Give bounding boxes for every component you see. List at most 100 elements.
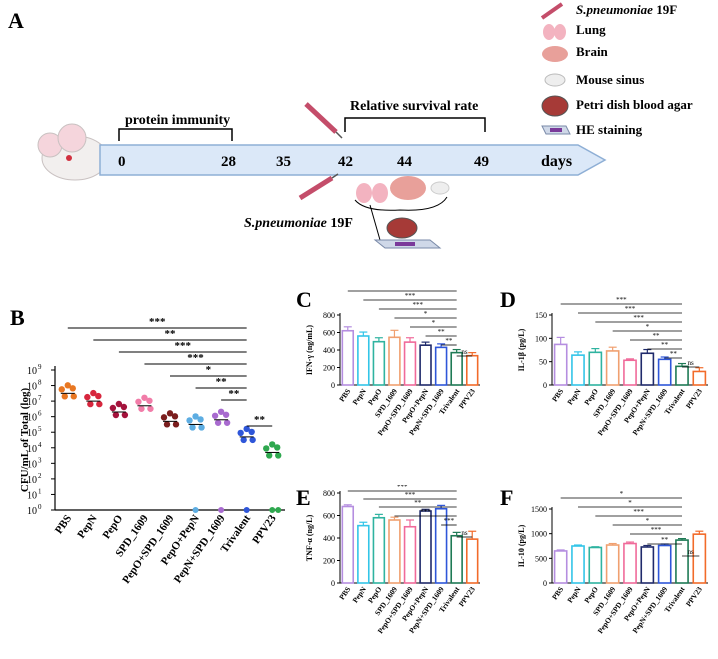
y-tick-label: 10 <box>27 397 37 408</box>
bar <box>640 546 655 584</box>
x-tick-label: PPV23 <box>684 585 704 608</box>
x-tick-label: PBS <box>550 585 565 601</box>
data-point <box>211 412 219 419</box>
sig-label: ** <box>228 388 240 400</box>
data-point <box>217 408 225 415</box>
data-point <box>197 416 204 423</box>
data-point <box>160 414 168 421</box>
data-point <box>163 421 171 428</box>
legend-he: HE staining <box>576 122 643 137</box>
sig-label: *** <box>444 517 455 525</box>
y-tick-label: 400 <box>323 534 335 543</box>
tl-35: 35 <box>276 154 291 170</box>
panel-c-letter: C <box>296 287 312 312</box>
bar <box>357 335 370 386</box>
y-tick-label: 0 <box>331 579 335 588</box>
data-point <box>222 411 230 418</box>
data-point <box>189 424 196 431</box>
sig-label: *** <box>175 340 192 352</box>
y-tick-exp: 8 <box>38 379 42 387</box>
tl-44: 44 <box>397 154 413 170</box>
sig-label: *** <box>397 287 408 291</box>
x-tick-label: PPV23 <box>457 585 477 608</box>
panel-a-letter: A <box>8 8 24 33</box>
y-tick-label: 10 <box>27 459 37 470</box>
data-point <box>84 393 91 401</box>
data-point <box>147 405 154 412</box>
x-tick-label: PepN <box>351 387 369 407</box>
sig-label: *** <box>633 508 644 516</box>
y-axis-label: TNF-α (ng/L) <box>305 514 314 561</box>
x-tick-label: PepN <box>565 387 583 407</box>
sig-label: * <box>432 319 436 327</box>
y-tick-label: 0 <box>331 381 335 390</box>
bar <box>403 341 417 386</box>
bar <box>588 351 603 386</box>
y-tick-label: 600 <box>323 512 335 521</box>
x-tick-label: PepN <box>351 585 369 605</box>
data-point <box>269 441 276 448</box>
sig-label: *** <box>187 352 204 364</box>
legend-lung: Lung <box>576 22 606 37</box>
bar <box>553 550 568 584</box>
bar <box>571 545 585 584</box>
tl-0: 0 <box>118 154 126 170</box>
data-point <box>95 392 102 400</box>
sig-label: ** <box>661 536 669 544</box>
panel-b-letter: B <box>10 305 25 330</box>
bar <box>571 354 585 386</box>
bar <box>640 352 655 386</box>
survival-label: Relative survival rate <box>350 99 478 114</box>
sig-label: * <box>424 310 428 318</box>
data-point <box>171 413 179 420</box>
sig-label: ** <box>254 414 266 426</box>
y-tick-label: 100 <box>535 334 547 343</box>
panel-d-letter: D <box>500 287 516 312</box>
sig-label: *** <box>616 296 627 304</box>
bar <box>605 544 620 584</box>
bar <box>357 524 370 584</box>
sig-label: *** <box>397 485 408 491</box>
y-tick-label: 150 <box>535 311 547 320</box>
bar <box>419 510 432 584</box>
data-point <box>121 411 129 419</box>
sig-label: * <box>646 517 650 525</box>
data-point <box>115 400 123 408</box>
y-tick-label: 10 <box>27 428 37 439</box>
sig-label: ** <box>653 332 661 340</box>
bar <box>450 351 463 386</box>
x-tick-label: PBS <box>550 387 565 403</box>
y-tick-label: 10 <box>27 413 37 424</box>
panel-e-letter: E <box>296 485 311 510</box>
y-tick-label: 1500 <box>531 505 547 514</box>
data-point <box>237 429 244 437</box>
y-tick-label: 0 <box>543 579 547 588</box>
sig-label: *** <box>405 491 416 499</box>
y-tick-label: 1000 <box>531 530 547 539</box>
data-point <box>240 436 247 444</box>
mouse-icon <box>37 123 131 181</box>
bar <box>419 344 432 386</box>
bar <box>657 358 672 386</box>
bar <box>692 370 707 386</box>
data-point <box>166 410 174 417</box>
sig-label: ns <box>461 348 468 356</box>
y-tick-label: 200 <box>323 557 335 566</box>
sig-label: ** <box>670 350 678 358</box>
data-point <box>274 444 281 451</box>
data-point <box>87 400 94 408</box>
legend-sinus: Mouse sinus <box>576 72 645 87</box>
y-tick-exp: 7 <box>38 394 42 402</box>
data-point <box>172 421 180 428</box>
data-point <box>243 425 250 433</box>
sig-label: ** <box>438 328 446 336</box>
sig-label: ** <box>216 376 228 388</box>
bar <box>388 519 401 584</box>
days-label: days <box>541 153 572 170</box>
sig-label: * <box>206 364 212 376</box>
y-tick-exp: 3 <box>38 456 42 464</box>
bar <box>372 340 386 386</box>
data-point <box>69 385 76 392</box>
